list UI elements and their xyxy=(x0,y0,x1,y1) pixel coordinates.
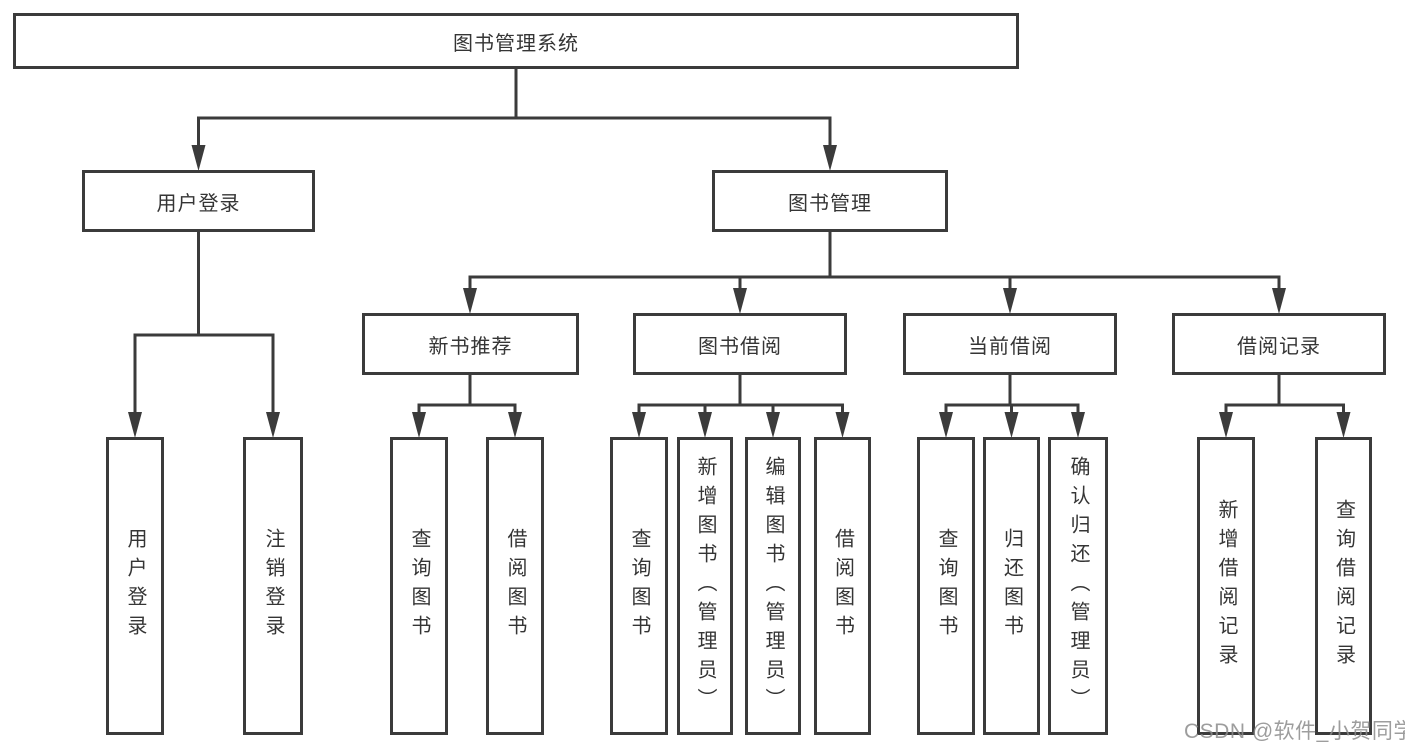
node-library-management-system: 图书管理系统 xyxy=(13,13,1019,69)
leaf-confirm-return-admin: 确认归还（管理员） xyxy=(1048,437,1108,735)
leaf-borrow-books: 借阅图书 xyxy=(814,437,871,735)
leaf-query-books-borrow: 查询图书 xyxy=(610,437,668,735)
leaf-add-book-admin: 新增图书（管理员） xyxy=(677,437,733,735)
node-user-login: 用户登录 xyxy=(82,170,315,232)
leaf-query-books-recommend: 查询图书 xyxy=(390,437,448,735)
leaf-borrow-books-recommend: 借阅图书 xyxy=(486,437,544,735)
leaf-query-borrow-record: 查询借阅记录 xyxy=(1315,437,1372,735)
csdn-watermark: CSDN @软件_小贺同学 xyxy=(1184,720,1405,743)
leaf-edit-book-admin: 编辑图书（管理员） xyxy=(745,437,801,735)
node-borrow-records: 借阅记录 xyxy=(1172,313,1386,375)
leaf-query-books-current: 查询图书 xyxy=(917,437,975,735)
node-book-borrowing: 图书借阅 xyxy=(633,313,847,375)
node-new-book-recommend: 新书推荐 xyxy=(362,313,579,375)
leaf-return-book: 归还图书 xyxy=(983,437,1040,735)
leaf-logout: 注销登录 xyxy=(243,437,303,735)
leaf-add-borrow-record: 新增借阅记录 xyxy=(1197,437,1255,735)
node-book-management: 图书管理 xyxy=(712,170,948,232)
leaf-user-login: 用户登录 xyxy=(106,437,164,735)
node-current-borrowing: 当前借阅 xyxy=(903,313,1117,375)
